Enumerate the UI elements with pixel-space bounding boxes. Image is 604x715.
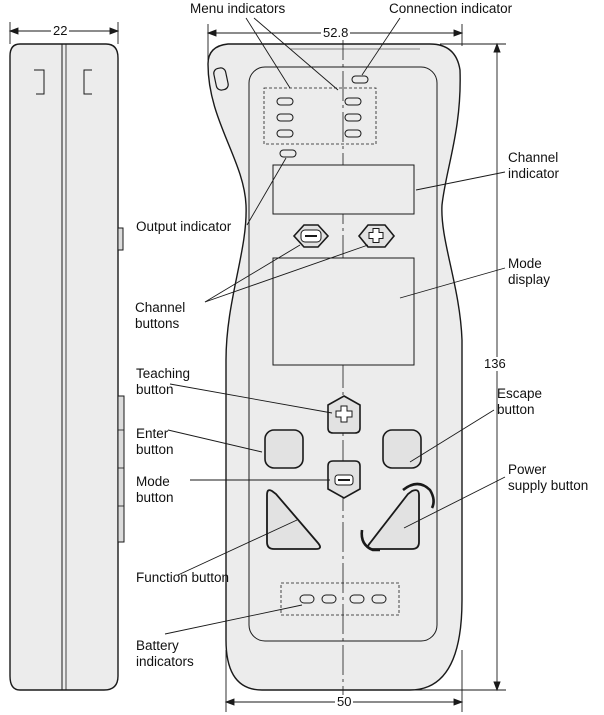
menu-led-left-2 bbox=[276, 113, 294, 122]
front-view bbox=[207, 43, 463, 691]
leader-function bbox=[177, 519, 298, 576]
leader-mode-display bbox=[399, 267, 506, 299]
strap-hole bbox=[213, 67, 229, 91]
leader-menu-left bbox=[245, 17, 291, 89]
leader-power bbox=[403, 476, 506, 529]
dimension-height-label: 136 bbox=[482, 356, 508, 371]
label-power-supply-button: Power supply button bbox=[508, 462, 589, 493]
leader-output bbox=[246, 157, 287, 226]
label-escape-button: Escape button bbox=[497, 386, 543, 417]
leader-lines bbox=[164, 17, 506, 635]
side-view-key-stack bbox=[117, 395, 125, 543]
leader-menu-right bbox=[253, 17, 339, 91]
mode-display bbox=[272, 257, 415, 366]
label-connection-indicator: Connection indicator bbox=[389, 1, 513, 16]
label-channel-indicator: Channel indicator bbox=[508, 150, 560, 181]
channel-indicator-display bbox=[272, 164, 415, 215]
leader-channel-plus bbox=[204, 244, 369, 303]
label-mode-button: Mode button bbox=[136, 474, 174, 505]
leader-teaching bbox=[169, 383, 333, 414]
leader-connection bbox=[361, 17, 401, 76]
leader-channel-indicator bbox=[415, 171, 506, 191]
dimension-bottom-width-label: 50 bbox=[335, 694, 354, 709]
label-menu-indicators: Menu indicators bbox=[190, 1, 286, 16]
output-indicator-led bbox=[279, 149, 297, 158]
label-enter-button: Enter button bbox=[136, 426, 174, 457]
mode-button[interactable] bbox=[327, 460, 361, 499]
battery-indicators bbox=[280, 582, 400, 616]
menu-indicators bbox=[263, 87, 377, 145]
menu-led-right-2 bbox=[344, 113, 362, 122]
menu-led-left-1 bbox=[276, 97, 294, 106]
battery-led-1 bbox=[299, 594, 315, 604]
battery-led-2 bbox=[321, 594, 337, 604]
enter-button[interactable] bbox=[264, 429, 304, 469]
power-supply-button[interactable] bbox=[360, 482, 435, 552]
side-view-key-top bbox=[117, 227, 124, 251]
dimension-side-width-label: 22 bbox=[51, 23, 70, 38]
label-output-indicator: Output indicator bbox=[136, 219, 232, 234]
label-function-button: Function button bbox=[136, 570, 230, 585]
side-view-clip-right bbox=[83, 69, 92, 95]
side-view-clip-left bbox=[34, 69, 45, 95]
label-battery-indicators: Battery indicators bbox=[136, 638, 194, 669]
escape-button[interactable] bbox=[382, 429, 422, 469]
leader-escape bbox=[409, 409, 495, 463]
function-button[interactable] bbox=[266, 489, 321, 550]
connection-indicator-led bbox=[351, 75, 369, 84]
label-teaching-button: Teaching button bbox=[136, 366, 191, 397]
teaching-button[interactable] bbox=[327, 395, 361, 434]
menu-led-right-3 bbox=[344, 129, 362, 138]
channel-plus-button[interactable] bbox=[357, 224, 396, 248]
menu-indicators-frame bbox=[263, 87, 377, 145]
label-mode-display: Mode display bbox=[508, 256, 551, 287]
channel-minus-button[interactable] bbox=[292, 224, 330, 248]
dimension-top-width-label: 52.8 bbox=[321, 25, 351, 40]
side-view bbox=[9, 43, 125, 691]
leader-enter bbox=[167, 429, 263, 453]
menu-led-right-1 bbox=[344, 97, 362, 106]
side-view-body bbox=[9, 43, 119, 691]
leader-channel-minus bbox=[204, 244, 301, 303]
menu-led-left-3 bbox=[276, 129, 294, 138]
label-channel-buttons: Channel buttons bbox=[135, 300, 186, 331]
battery-led-3 bbox=[349, 594, 365, 604]
battery-led-4 bbox=[371, 594, 387, 604]
leader-battery bbox=[164, 604, 303, 635]
